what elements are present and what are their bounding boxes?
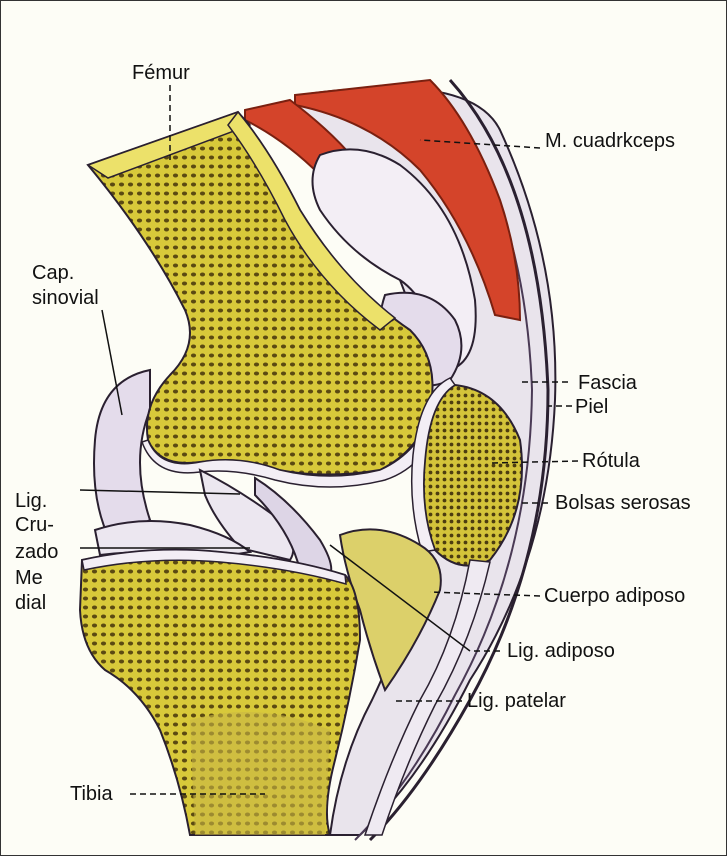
label-cap-line1: Cap. <box>32 262 74 284</box>
label-cuadriceps: M. cuadrkceps <box>545 130 675 152</box>
label-rotula: Rótula <box>582 450 640 472</box>
label-cap-line2: sinovial <box>32 287 99 309</box>
tibia-shaft-lower <box>190 712 330 835</box>
posterior-capsule <box>94 370 150 540</box>
label-lig-line2: Cru- <box>15 514 54 536</box>
label-tibia: Tibia <box>70 783 113 805</box>
label-bolsas: Bolsas serosas <box>555 492 691 514</box>
label-piel: Piel <box>575 396 608 418</box>
label-lig-adiposo: Lig. adiposo <box>507 640 615 662</box>
label-lig-line5: dial <box>15 592 46 614</box>
label-fascia: Fascia <box>578 372 637 394</box>
label-lig-line3: zado <box>15 541 58 563</box>
label-lig-line1: Lig. <box>15 490 47 512</box>
label-lig-line4: Me <box>15 567 43 589</box>
label-femur: Fémur <box>132 62 190 84</box>
label-lig-patelar: Lig. patelar <box>467 690 566 712</box>
label-cuerpo: Cuerpo adiposo <box>544 585 685 607</box>
